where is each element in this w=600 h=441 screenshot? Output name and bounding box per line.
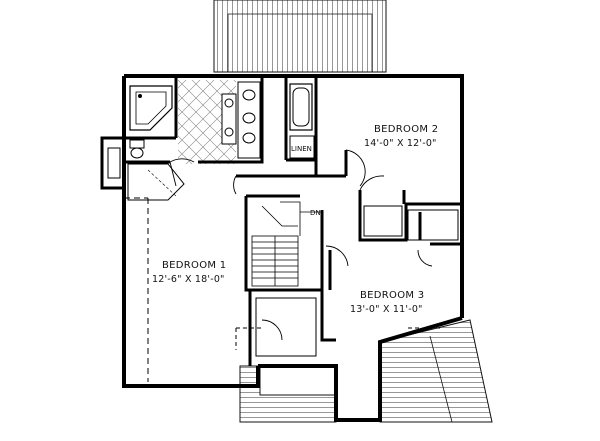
bedroom-3-dimensions: 13'-0" X 11'-0" [350,304,423,315]
bedroom-1-name: BEDROOM 1 [162,260,226,271]
corner-tub [129,85,173,131]
bedroom-3-label: BEDROOM 3 13'-0" X 11'-0" [350,290,424,315]
chimney-box [100,136,126,190]
linen-closet [289,135,315,159]
bedroom-2-dimensions: 14'-0" X 12'-0" [364,138,437,149]
toilet [129,139,145,159]
exterior-walls [122,74,464,422]
bath-vanity-sinks [221,81,261,159]
hall-bathtub [289,83,313,131]
bedroom-1-label: BEDROOM 1 12'-6" X 18'-0" [152,260,226,285]
roof-south [239,319,493,423]
wall-detail-lines [124,197,459,382]
roof-north [213,0,387,73]
shower-stall [127,163,185,201]
bedroom-3-name: BEDROOM 3 [360,290,424,301]
stair-down-label: DN. [310,209,323,217]
bedroom-1-dimensions: 12'-6" X 18'-0" [152,274,225,285]
staircase [251,201,322,287]
bedroom-2-name: BEDROOM 2 [374,124,438,135]
interior-walls [124,78,462,366]
bedroom-2-label: BEDROOM 2 14'-0" X 12'-0" [364,124,438,149]
door-swings [169,149,433,341]
linen-label: LINEN [291,145,312,153]
